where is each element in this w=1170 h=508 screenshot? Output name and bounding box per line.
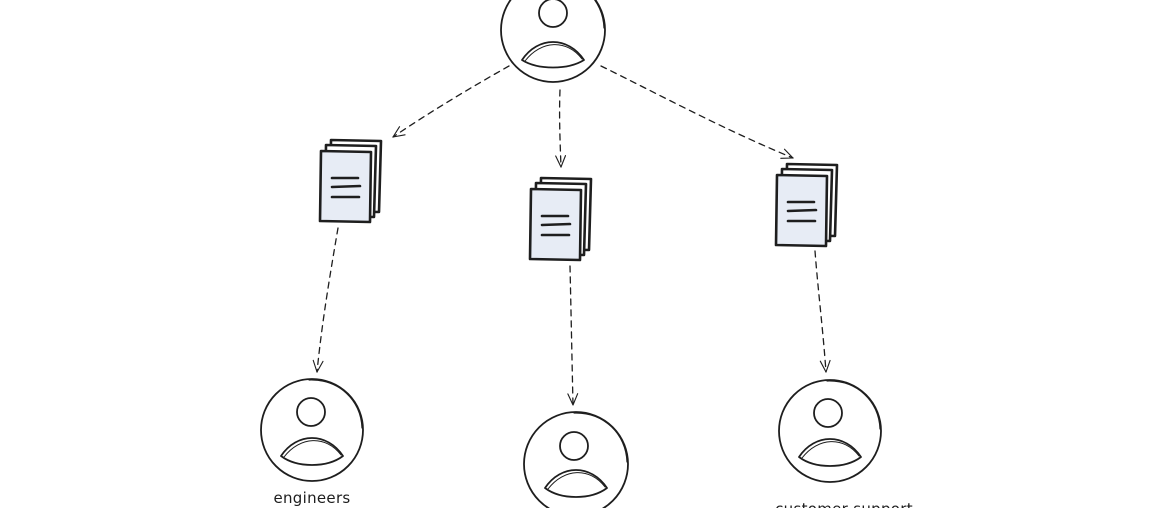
edge-source-to-center-doc (555, 89, 567, 168)
user-icon (500, 0, 606, 83)
document-stack-icon (318, 138, 383, 224)
document-stack-icon (528, 176, 593, 262)
user-icon (523, 411, 629, 508)
edges (312, 65, 831, 406)
edge-source-to-left-doc (392, 65, 510, 138)
engineers-label: engineers (273, 489, 350, 507)
customer-support-label: customer support (775, 500, 913, 508)
center-user-node[interactable] (523, 411, 629, 508)
edge-right-doc-to-right-user (814, 250, 831, 373)
edge-center-doc-to-center-user (567, 265, 579, 406)
source-user-node[interactable] (500, 0, 606, 83)
left-doc-node[interactable] (318, 138, 383, 224)
user-icon (260, 378, 364, 482)
edge-left-doc-to-left-user (312, 227, 339, 373)
right-user-node[interactable]: customer support (775, 379, 913, 508)
user-icon (778, 379, 882, 483)
document-stack-icon (774, 162, 839, 248)
edge-source-to-right-doc (600, 65, 794, 159)
left-user-node[interactable]: engineers (260, 378, 364, 507)
center-doc-node[interactable] (528, 176, 593, 262)
right-doc-node[interactable] (774, 162, 839, 248)
